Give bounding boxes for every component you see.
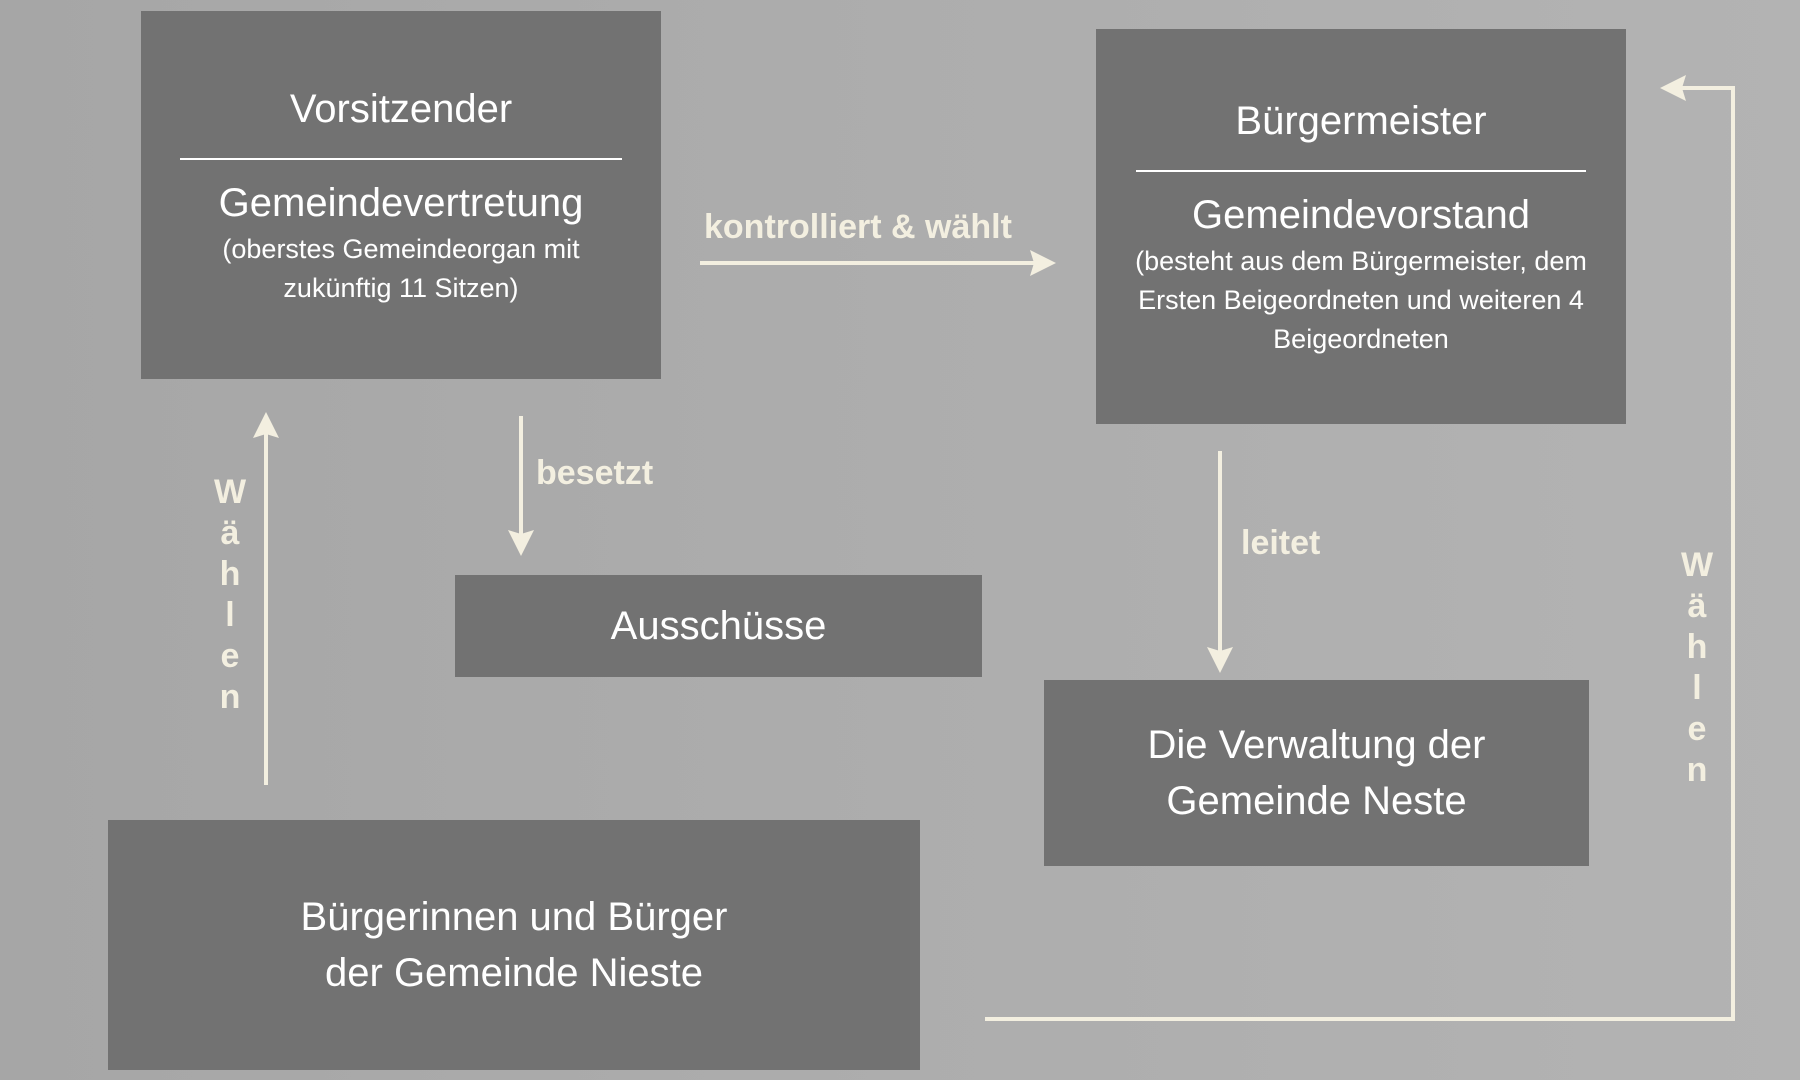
committees-title: Ausschüsse [610,604,827,648]
letter: h [219,555,241,593]
council-note: (oberstes Gemeindeorgan mit zukünftig 11… [222,233,580,303]
divider [1135,169,1587,172]
arrow-elect-mayor [985,86,1735,1021]
administration-line2: Gemeinde Neste [1166,779,1467,823]
letter: W [213,473,247,511]
arrowhead-elect-council [253,412,279,438]
committees-box: Ausschüsse [455,575,982,677]
citizens-line1: Bürgerinnen und Bürger [300,895,728,939]
arrowhead-elect-mayor [1660,75,1686,101]
mayor-title: Bürgermeister [1235,98,1487,143]
arrowhead-staffs [508,530,534,556]
administration-box: Die Verwaltung der Gemeinde Neste [1044,680,1589,866]
letter: W [1680,546,1714,584]
label-elect-left: W ä h l e n [210,472,250,718]
arrowhead-leads [1207,647,1233,673]
council-box: Vorsitzender Gemeindevertretung (oberste… [141,11,661,379]
council-title: Gemeindevertretung [218,180,584,225]
label-elect-right: W ä h l e n [1677,545,1717,791]
citizens-box: Bürgerinnen und Bürger der Gemeinde Nies… [108,820,920,1070]
label-controls: kontrolliert & wählt [704,208,1012,246]
label-staffs: besetzt [536,454,654,492]
letter: n [219,678,241,716]
council-chair-title: Vorsitzender [289,86,513,131]
label-leads: leitet [1241,524,1321,562]
executive-title: Gemeindevorstand [1192,192,1530,237]
letter: h [1686,628,1708,666]
letter: ä [1687,587,1707,625]
letter: ä [220,514,240,552]
letter: e [1687,710,1707,748]
letter: l [225,596,235,634]
letter: n [1686,751,1708,789]
arrowhead-controls [1030,250,1056,276]
executive-note: (besteht aus dem Bürgermeister, dem Erst… [1135,245,1587,355]
divider [180,157,622,160]
citizens-line2: der Gemeinde Nieste [325,951,703,995]
executive-box: Bürgermeister Gemeindevorstand (besteht … [1096,29,1626,424]
administration-line1: Die Verwaltung der [1147,723,1486,767]
letter: l [1692,669,1702,707]
letter: e [220,637,240,675]
